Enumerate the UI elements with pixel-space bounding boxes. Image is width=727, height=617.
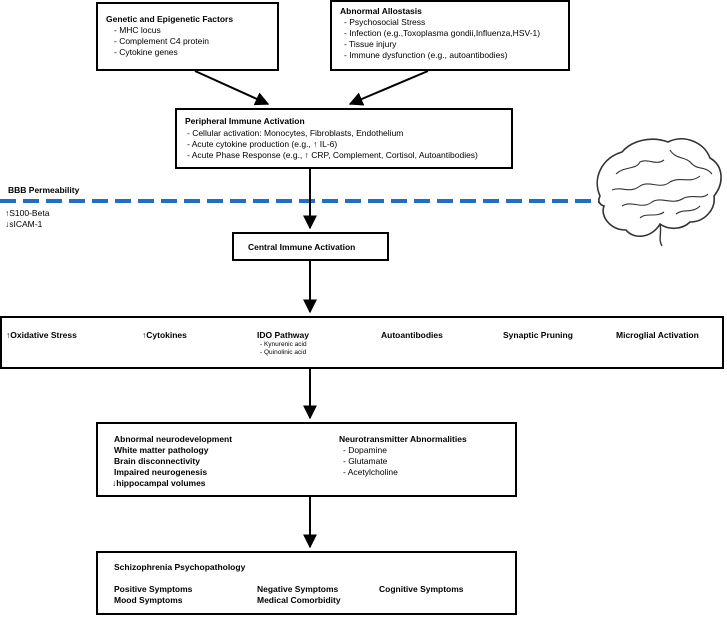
arrow-genetic-to-peripheral <box>194 70 270 106</box>
peripheral-item-text: - Acute cytokine production (e.g., <box>187 139 314 149</box>
peripheral-item: - Acute Phase Response (e.g., CRP, Compl… <box>187 150 478 161</box>
bbb-marker: S100-Beta <box>5 208 49 219</box>
immune-processes-box: Oxidative Stress Cytokines IDO Pathway -… <box>0 316 724 369</box>
genetic-factor-item: - Cytokine genes <box>114 47 178 57</box>
central-immune-box: Central Immune Activation <box>232 232 389 261</box>
genetic-factors-title: Genetic and Epigenetic Factors <box>106 14 234 24</box>
ido-sub-item: - Quinolinic acid <box>260 349 307 356</box>
cytokines-text: Cytokines <box>146 330 187 340</box>
down-arrow-icon <box>112 478 116 488</box>
symptom-cognitive: Cognitive Symptoms <box>379 584 464 594</box>
neurotransmitter-item: - Glutamate <box>343 456 388 466</box>
neurotransmitter-item: - Acetylcholine <box>343 467 398 477</box>
symptom-positive: Positive Symptoms <box>114 584 193 594</box>
symptom-comorbidity: Medical Comorbidity <box>257 595 341 605</box>
central-title: Central Immune Activation <box>248 242 356 252</box>
outcome-item: Brain disconnectivity <box>114 456 200 466</box>
bbb-marker-text: S100-Beta <box>9 208 50 218</box>
allostasis-item: - Psychosocial Stress <box>344 17 426 27</box>
ido-sub-item: - Kynurenic acid <box>260 341 307 348</box>
abnormal-allostasis-box: Abnormal Allostasis - Psychosocial Stres… <box>330 0 570 71</box>
outcome-item: Abnormal neurodevelopment <box>114 434 233 444</box>
outcome-item: White matter pathology <box>114 445 209 455</box>
synaptic-pruning-label: Synaptic Pruning <box>503 330 573 340</box>
peripheral-item-text: IL-6) <box>317 139 338 149</box>
up-arrow-icon <box>142 330 146 340</box>
genetic-factor-item: - MHC locus <box>114 25 161 35</box>
symptom-negative: Negative Symptoms <box>257 584 339 594</box>
outcomes-box: Abnormal neurodevelopment White matter p… <box>96 422 517 497</box>
allostasis-title: Abnormal Allostasis <box>340 6 422 16</box>
hippocampal-text: hippocampal volumes <box>116 478 206 488</box>
schizophrenia-title: Schizophrenia Psychopathology <box>114 562 246 572</box>
ido-pathway-label: IDO Pathway <box>257 330 309 340</box>
peripheral-item-text: - Acute Phase Response (e.g., <box>187 150 305 160</box>
bbb-marker: sICAM-1 <box>5 219 42 230</box>
autoantibodies-label: Autoantibodies <box>381 330 443 340</box>
genetic-factor-item: - Complement C4 protein <box>114 36 209 46</box>
bbb-permeability-title: BBB Permeability <box>8 185 80 195</box>
microglial-activation-label: Microglial Activation <box>616 330 699 340</box>
allostasis-item: - Immune dysfunction (e.g., autoantibodi… <box>344 50 508 60</box>
outcome-item: hippocampal volumes <box>112 478 206 489</box>
allostasis-item: - Tissue injury <box>344 39 397 49</box>
peripheral-title: Peripheral Immune Activation <box>185 116 305 126</box>
neurotransmitter-item: - Dopamine <box>343 445 387 455</box>
schizophrenia-box: Schizophrenia Psychopathology Positive S… <box>96 551 517 615</box>
peripheral-item: - Acute cytokine production (e.g., IL-6) <box>187 139 337 150</box>
symptom-mood: Mood Symptoms <box>114 595 183 605</box>
up-arrow-icon <box>5 208 9 218</box>
oxidative-stress-text: Oxidative Stress <box>10 330 77 340</box>
neurotransmitter-title: Neurotransmitter Abnormalities <box>339 434 467 444</box>
allostasis-item: - Infection (e.g.,Toxoplasma gondii,Infl… <box>344 28 541 38</box>
outcome-item: Impaired neurogenesis <box>114 467 208 477</box>
cytokines-label: Cytokines <box>142 330 187 341</box>
down-arrow-icon <box>5 219 9 229</box>
peripheral-immune-box: Peripheral Immune Activation - Cellular … <box>175 108 513 169</box>
peripheral-item-text: CRP, Complement, Cortisol, Autoantibodie… <box>308 150 478 160</box>
up-arrow-icon <box>6 330 10 340</box>
bbb-marker-text: sICAM-1 <box>9 219 43 229</box>
arrow-allostasis-to-peripheral <box>348 70 429 106</box>
genetic-factors-box: Genetic and Epigenetic Factors - MHC loc… <box>96 2 279 71</box>
up-arrow-icon <box>305 150 309 160</box>
up-arrow-icon <box>313 139 317 149</box>
peripheral-item: - Cellular activation: Monocytes, Fibrob… <box>187 128 404 138</box>
oxidative-stress-label: Oxidative Stress <box>6 330 77 341</box>
brain-icon <box>596 138 722 247</box>
